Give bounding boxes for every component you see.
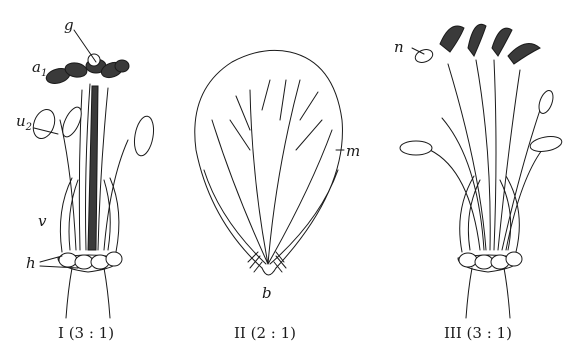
- fig1-label-a1: a1: [32, 58, 47, 79]
- fig1-anthers-a1: [45, 59, 129, 86]
- fig3-filaments: [430, 60, 542, 250]
- fig3-pedicel: [466, 268, 510, 318]
- fig1-style: [88, 86, 98, 250]
- fig3-caption: III (3 : 1): [444, 324, 512, 342]
- fig1-pedicel: [66, 268, 110, 318]
- fig2-label-b: b: [262, 284, 272, 302]
- figure-II-drawing: [195, 50, 344, 275]
- fig1-label-v: v: [38, 212, 47, 230]
- figure-I-drawing: [29, 30, 156, 318]
- fig1-caption: I (3 : 1): [58, 324, 114, 342]
- fig1-label-u2: u2: [16, 112, 32, 133]
- figure-III-drawing: [400, 24, 563, 318]
- fig1-label-g: g: [64, 16, 74, 34]
- fig3-anthers: [400, 47, 563, 155]
- fig2-label-m: m: [346, 142, 360, 160]
- fig1-leader-g: [74, 30, 96, 62]
- fig2-claw: [262, 268, 276, 275]
- fig2-veins: [204, 80, 338, 264]
- fig1-label-h: h: [26, 254, 36, 272]
- fig3-label-n: n: [394, 38, 404, 56]
- fig1-stigma: [88, 54, 100, 66]
- fig2-caption: II (2 : 1): [234, 324, 296, 342]
- fig3-stigmas-n: [440, 24, 540, 64]
